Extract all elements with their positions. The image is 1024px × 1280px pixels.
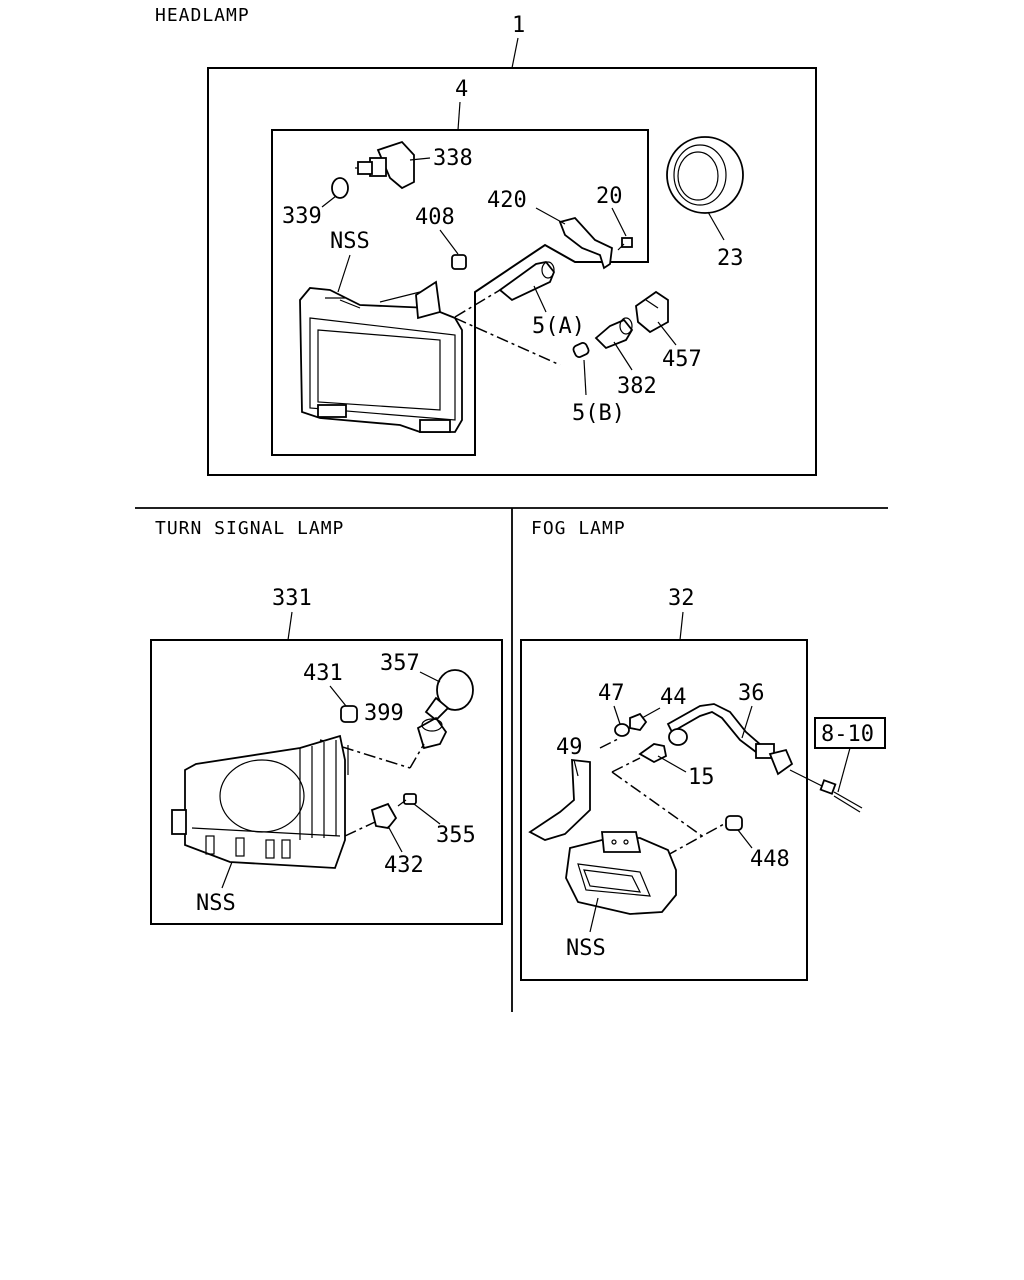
leader-457 — [657, 321, 677, 346]
leader-20 — [611, 207, 627, 237]
callout-357: 357 — [380, 651, 420, 676]
callout-338: 338 — [433, 146, 473, 171]
callout-457: 457 — [662, 347, 702, 372]
leader-357 — [419, 671, 441, 683]
dash-399 — [319, 739, 411, 769]
leader-nss-fog — [589, 897, 599, 933]
bulb-5b — [572, 342, 590, 358]
leader-47 — [613, 705, 621, 725]
callout-399: 399 — [364, 701, 404, 726]
leader-432 — [387, 825, 403, 853]
leader-nss-turn — [221, 861, 233, 889]
leader-32 — [679, 611, 684, 641]
leader-1 — [511, 37, 519, 69]
leader-382 — [613, 341, 633, 371]
headlamp-body — [299, 280, 463, 433]
headlamp-unit-frame — [271, 129, 649, 456]
harness-36 — [666, 703, 831, 791]
turn-signal-section-title: TURN SIGNAL LAMP — [155, 518, 344, 539]
bulb-15 — [638, 743, 668, 764]
callout-431: 431 — [303, 661, 343, 686]
callout-47: 47 — [598, 681, 625, 706]
callout-382: 382 — [617, 374, 657, 399]
callout-432: 432 — [384, 853, 424, 878]
connector-457 — [635, 290, 669, 334]
bracket-49 — [528, 758, 591, 841]
leveling-actuator-338 — [355, 140, 415, 190]
leader-420 — [535, 207, 566, 225]
leader-8-10 — [837, 747, 851, 793]
dash-5a — [454, 289, 501, 318]
dash-5b — [454, 317, 561, 366]
callout-339: 339 — [282, 204, 322, 229]
callout-5b: 5(B) — [572, 401, 625, 426]
headlamp-assembly-frame — [207, 67, 817, 476]
callout-15: 15 — [688, 765, 715, 790]
bulb-5a — [498, 261, 556, 302]
dust-cover-23 — [666, 136, 744, 214]
leader-408 — [439, 229, 459, 255]
leader-15 — [657, 755, 687, 773]
leader-36 — [741, 705, 753, 739]
dash-399-b — [409, 743, 425, 769]
o-ring-339 — [331, 177, 349, 199]
callout-408: 408 — [415, 205, 455, 230]
leader-5b — [583, 359, 587, 396]
headlamp-section-title: HEADLAMP — [155, 5, 250, 26]
leader-44 — [641, 707, 661, 719]
leader-355 — [413, 803, 441, 825]
grommet-431 — [340, 705, 358, 723]
callout-4: 4 — [455, 77, 468, 102]
leader-5a — [533, 285, 547, 313]
callout-49: 49 — [556, 735, 583, 760]
bulb-357 — [424, 669, 474, 722]
callout-355: 355 — [436, 823, 476, 848]
washer-47 — [614, 723, 630, 737]
dash-fog-body — [611, 771, 703, 837]
leader-448 — [737, 829, 753, 849]
leader-nss-headlamp — [337, 254, 351, 293]
callout-1: 1 — [512, 13, 525, 38]
callout-nss-headlamp: NSS — [330, 229, 370, 254]
socket-432 — [370, 802, 398, 829]
dash-432 — [344, 821, 376, 837]
callout-nss-turn: NSS — [196, 891, 236, 916]
callout-23: 23 — [717, 246, 744, 271]
fog-assembly-frame — [520, 639, 808, 981]
turn-signal-assembly-frame — [150, 639, 503, 925]
leader-339 — [321, 195, 337, 208]
external-connector — [819, 779, 863, 813]
socket-382 — [594, 317, 634, 350]
leader-331 — [287, 611, 293, 641]
leader-4 — [457, 101, 461, 131]
turn-signal-body — [171, 734, 349, 869]
callout-nss-fog: NSS — [566, 936, 606, 961]
leader-23 — [707, 211, 725, 241]
callout-44: 44 — [660, 685, 687, 710]
callout-32: 32 — [668, 586, 695, 611]
leader-338 — [409, 157, 431, 161]
fog-lamp-body — [565, 831, 677, 915]
grommet-408 — [451, 254, 467, 270]
leader-431 — [329, 685, 347, 707]
callout-448: 448 — [750, 847, 790, 872]
callout-331: 331 — [272, 586, 312, 611]
dash-448 — [665, 823, 725, 857]
bracket-420 — [558, 216, 613, 270]
callout-36: 36 — [738, 681, 765, 706]
callout-20: 20 — [596, 184, 623, 209]
callout-8-10: 8-10 — [821, 722, 874, 747]
leader-49 — [573, 759, 579, 777]
dash-47 — [599, 737, 621, 749]
callout-420: 420 — [487, 188, 527, 213]
grommet-448 — [725, 815, 743, 831]
dash-15 — [611, 757, 641, 773]
callout-5a: 5(A) — [532, 314, 585, 339]
socket-399 — [416, 716, 448, 750]
fog-section-title: FOG LAMP — [531, 518, 626, 539]
nut-44 — [629, 712, 648, 731]
screw-355 — [397, 793, 417, 807]
screw-20 — [617, 237, 633, 251]
